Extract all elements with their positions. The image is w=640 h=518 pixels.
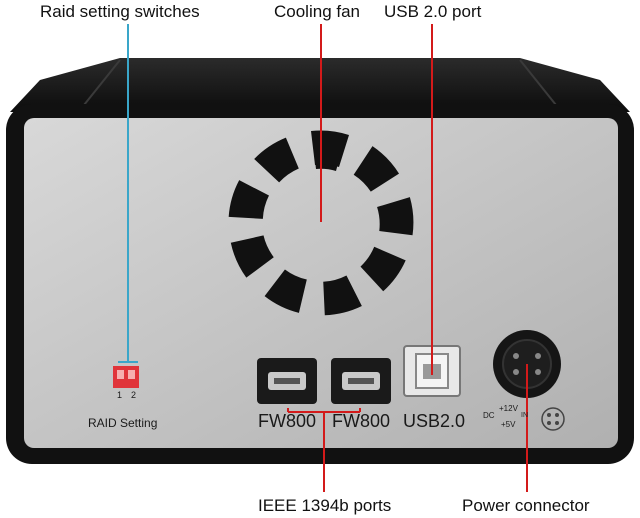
raid-switch-block (113, 366, 139, 388)
callout-leaders (287, 24, 528, 492)
callout-usb-port: USB 2.0 port (384, 2, 482, 21)
callout-raid-setting-switches: Raid setting switches (40, 2, 200, 21)
rear-panel (24, 118, 618, 448)
plus12v-label: +12V (499, 404, 518, 413)
raid-setting-label: RAID Setting (88, 416, 158, 430)
in-label: IN (521, 412, 528, 419)
plus5v-label: +5V (501, 420, 516, 429)
dc-label: DC (483, 411, 495, 420)
callout-ieee-1394b-ports: IEEE 1394b ports (258, 496, 392, 515)
callout-cooling-fan: Cooling fan (274, 2, 361, 21)
fw800-label-right: FW800 (332, 411, 391, 431)
raid-leader (118, 24, 138, 363)
raid-switch-label-1: 1 (117, 390, 123, 400)
pinout-diagram (541, 407, 565, 431)
usb20-label: USB2.0 (403, 411, 466, 431)
fw800-label-left: FW800 (258, 411, 317, 431)
callout-power-connector: Power connector (462, 496, 590, 515)
raid-switch-label-2: 2 (131, 390, 137, 400)
